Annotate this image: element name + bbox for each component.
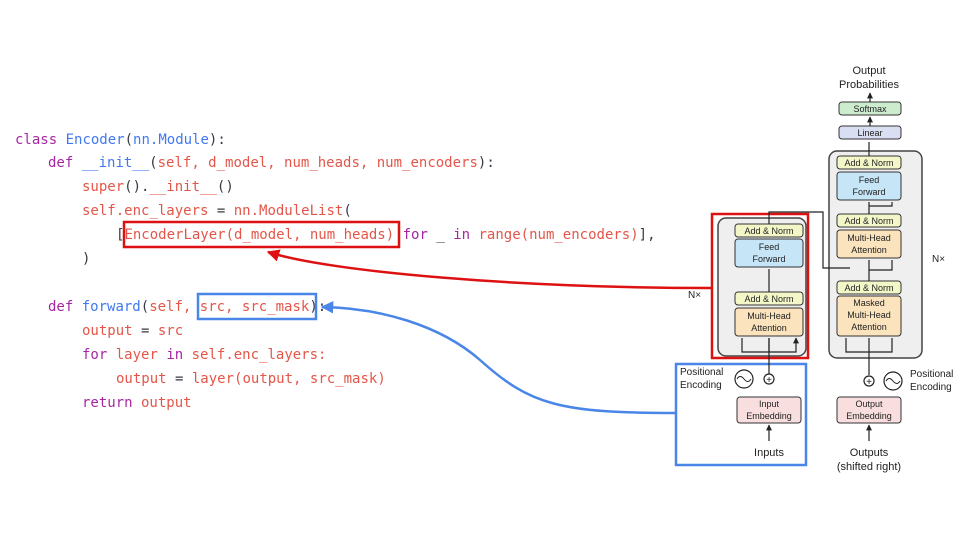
encoder-residual-arrows <box>741 338 796 353</box>
encoder-add-symbol: + <box>766 375 772 386</box>
outputs-label-1: Outputs <box>850 447 889 459</box>
decoder-feed-forward <box>836 171 902 201</box>
code-line-5: [EncoderLayer(d_model, num_heads) for _ … <box>116 227 656 243</box>
code-line-3: super().__init__() <box>82 179 234 195</box>
decoder-masked-attention <box>836 295 902 337</box>
encoder-add-circle <box>763 373 775 385</box>
encoder-add-norm-bottom-label: Add & Norm <box>744 294 793 304</box>
forward-params-highlight <box>196 292 318 321</box>
input-embedding-box <box>736 396 802 424</box>
code-line-1: class Encoder(nn.Module): <box>15 132 226 148</box>
encoder-mha-label-2: Attention <box>751 323 787 333</box>
inputs-label: Inputs <box>754 447 784 459</box>
outputs-label-2: (shifted right) <box>837 461 901 473</box>
output-embedding-label-2: Embedding <box>846 411 892 421</box>
decoder-masked-label-2: Multi-Head <box>847 310 891 320</box>
output-embedding-box <box>836 396 902 424</box>
decoder-nx-label: N× <box>932 254 945 265</box>
decoder-add-norm-bottom-label: Add & Norm <box>844 283 893 293</box>
encoder-add-norm-top-label: Add & Norm <box>744 226 793 236</box>
decoder-pos-enc-label-2: Encoding <box>910 382 952 393</box>
code-line-6: ) <box>82 251 91 267</box>
decoder-mha-label-2: Attention <box>851 245 887 255</box>
output-embedding-label-1: Output <box>855 399 883 409</box>
output-probabilities-label-1: Output <box>852 65 885 77</box>
encoder-ff-label-1: Feed <box>759 242 780 252</box>
input-embedding-label-2: Embedding <box>746 411 792 421</box>
decoder-add-norm-top-label: Add & Norm <box>844 158 893 168</box>
input-embedding-label-1: Input <box>759 399 780 409</box>
decoder-ff-label-2: Forward <box>852 187 885 197</box>
decoder-masked-label-1: Masked <box>853 298 885 308</box>
encoder-ff-label-2: Forward <box>752 254 785 264</box>
code-line-2: def __init__(self, d_model, num_heads, n… <box>48 155 495 171</box>
encoder-feed-forward <box>734 238 804 268</box>
encoder-red-highlight <box>710 212 810 360</box>
linear-label: Linear <box>857 128 882 138</box>
blue-connector-arrow <box>320 300 677 415</box>
decoder-wave-path <box>885 378 901 384</box>
code-line-11: return output <box>82 395 192 411</box>
code-line-7: def forward(self, src, src_mask): <box>48 299 327 315</box>
input-blue-highlight <box>674 362 808 467</box>
code-line-10: output = layer(output, src_mask) <box>116 371 386 387</box>
encoder-wave-path <box>736 376 752 382</box>
output-probabilities-label-2: Probabilities <box>839 79 899 91</box>
decoder-residual-lines <box>845 202 893 353</box>
encoder-nx-label: N× <box>688 290 701 301</box>
decoder-ff-label-1: Feed <box>859 175 880 185</box>
decoder-add-norm-middle-label: Add & Norm <box>844 216 893 226</box>
encoder-pos-enc-label-1: Positional <box>680 367 723 378</box>
code-line-4: self.enc_layers = nn.ModuleList( <box>82 203 352 219</box>
decoder-multi-head-attention <box>836 229 902 259</box>
softmax-label: Softmax <box>853 104 887 114</box>
decoder-mha-label-1: Multi-Head <box>847 233 891 243</box>
encoder-pos-enc-label-2: Encoding <box>680 380 722 391</box>
decoder-add-circle <box>863 375 875 387</box>
encoder-multi-head-attention <box>734 307 804 337</box>
red-connector-arrow <box>266 249 713 290</box>
encoder-layer-highlight <box>122 220 401 249</box>
code-line-8: output = src <box>82 323 184 339</box>
encoder-mha-label-1: Multi-Head <box>747 311 791 321</box>
decoder-pos-enc-label-1: Positional <box>910 369 953 380</box>
code-line-9: for layer in self.enc_layers: <box>82 347 327 363</box>
decoder-masked-label-3: Attention <box>851 322 887 332</box>
decoder-add-symbol: + <box>866 377 872 388</box>
